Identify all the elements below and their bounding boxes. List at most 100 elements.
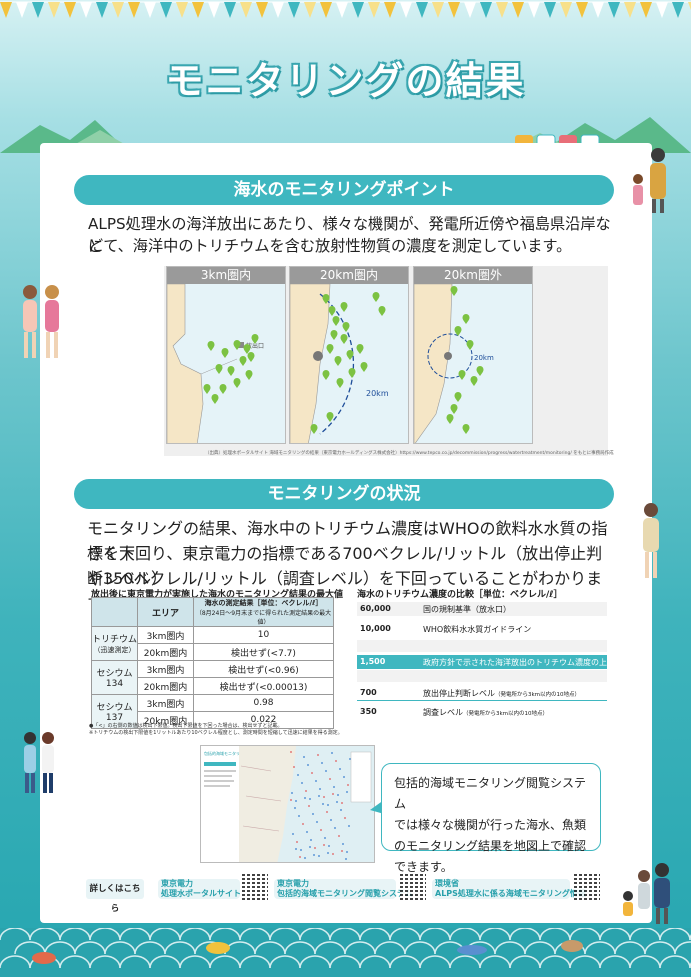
mini-map-dot bbox=[292, 833, 294, 835]
bunting-flag bbox=[96, 2, 108, 18]
ring-20km-label-a: 20km bbox=[366, 389, 389, 398]
wave-arc bbox=[254, 941, 286, 955]
comparison-row-1500: 1,500 政府方針で示された海洋放出のトリチウム濃度の上限 bbox=[357, 655, 615, 669]
mini-map-dot bbox=[302, 823, 304, 825]
wave-arc bbox=[389, 928, 421, 941]
comparison-row-10000: 10,000 WHO飲料水水質ガイドライン bbox=[360, 624, 532, 634]
monitoring-point-pin bbox=[221, 348, 229, 358]
wave-arc bbox=[89, 928, 121, 941]
wave-arc bbox=[539, 955, 571, 969]
table-row: セシウム137 3km圏内 0.98 bbox=[91, 694, 334, 729]
table-header-row: エリア 海水の測定結果［単位：ベクレル/ℓ］ （8月24日～9月末までに得られた… bbox=[91, 597, 334, 627]
link-moe-monitoring[interactable]: 環境省 ALPS処理水に係る海域モニタリング情報 bbox=[432, 879, 586, 899]
monitoring-point-pin bbox=[454, 392, 462, 402]
bunting-flag bbox=[128, 2, 140, 18]
table-row: トリチウム （迅速測定） 3km圏内 10 bbox=[91, 626, 334, 661]
wave-arc bbox=[659, 928, 691, 941]
value-cell: 検出せず(<7.7) bbox=[193, 643, 334, 661]
map-20km-label: 20km圏内 bbox=[290, 267, 408, 284]
bunting-flag bbox=[528, 2, 540, 18]
mini-map-dot bbox=[345, 858, 347, 860]
monitoring-system-map-thumbnail[interactable]: 包括的海域モニタリング閲覧システム bbox=[200, 745, 375, 863]
wave-arc bbox=[524, 941, 556, 955]
mini-map-dot bbox=[332, 793, 334, 795]
nuclide-tritium: トリチウム bbox=[92, 635, 138, 645]
monitoring-point-pin bbox=[450, 404, 458, 414]
bunting-flag bbox=[160, 2, 172, 18]
wave-arc bbox=[359, 955, 391, 969]
area-cell: 20km圏内 bbox=[137, 677, 194, 695]
mini-map-dot bbox=[334, 827, 336, 829]
wave-arc bbox=[0, 928, 31, 941]
qr-code-moe-monitoring[interactable] bbox=[574, 874, 600, 900]
mini-map-dot bbox=[291, 792, 293, 794]
mini-map-dot bbox=[310, 839, 312, 841]
mini-map-dot bbox=[312, 813, 314, 815]
qr-code-monitoring-system[interactable] bbox=[400, 874, 426, 900]
wave-arc bbox=[164, 941, 196, 955]
mini-map-dot bbox=[318, 795, 320, 797]
monitoring-point-pin bbox=[462, 424, 470, 434]
table-row: 20km圏内 検出せず(<0.00013) bbox=[92, 677, 334, 695]
wave-arc bbox=[629, 928, 661, 941]
wave-arc bbox=[674, 941, 691, 955]
mini-map-dot bbox=[307, 764, 309, 766]
people-illustration-left-bottom bbox=[24, 732, 54, 793]
mini-map-caption: 包括的海域モニタリング閲覧システム bbox=[204, 750, 272, 756]
col-area: エリア bbox=[137, 597, 194, 627]
bunting-flag bbox=[336, 2, 348, 18]
family-illustration bbox=[623, 863, 670, 924]
link-tepco-portal[interactable]: 東京電力 処理水ポータルサイト bbox=[158, 879, 241, 899]
monitoring-point-pin bbox=[476, 366, 484, 376]
nuclide-cs134: セシウム134 bbox=[91, 660, 138, 695]
callout-line-2: では様々な機関が行った海水、魚類 bbox=[394, 818, 587, 832]
link-monitoring-system[interactable]: 東京電力 包括的海域モニタリング閲覧システム bbox=[274, 879, 413, 899]
bunting-flag bbox=[624, 2, 636, 18]
bunting-flag bbox=[192, 2, 204, 18]
bunting-flag bbox=[64, 2, 76, 18]
system-description-callout: 包括的海域モニタリング閲覧システム では様々な機関が行った海水、魚類 のモニタリ… bbox=[381, 763, 601, 874]
bunting-flag bbox=[304, 2, 316, 18]
mini-map-dot bbox=[299, 856, 301, 858]
mini-map-dot bbox=[340, 809, 342, 811]
bunting-flag bbox=[224, 2, 236, 18]
mini-map-dot bbox=[293, 766, 295, 768]
mini-map-dot bbox=[319, 788, 321, 790]
wave-arc bbox=[149, 955, 181, 969]
area-cell: 3km圏内 bbox=[137, 660, 194, 678]
bunting-flag bbox=[464, 2, 476, 18]
mini-map-dot bbox=[346, 791, 348, 793]
monitoring-point-pin bbox=[233, 378, 241, 388]
comparison-row-700: 700 放出停止判断レベル（発電所から3km以内の10地点） bbox=[360, 688, 581, 698]
callout-line-1: 包括的海域モニタリング閲覧システム bbox=[394, 776, 587, 811]
monitoring-point-pin bbox=[203, 384, 211, 394]
monitoring-point-pin bbox=[458, 370, 466, 380]
wave-arc bbox=[509, 928, 541, 941]
section-heading-monitoring-points: 海水のモニタリングポイント bbox=[74, 175, 614, 205]
wave-arc bbox=[449, 928, 481, 941]
wave-arc bbox=[479, 955, 511, 969]
mini-map-dot bbox=[327, 804, 329, 806]
monitoring-point-pin bbox=[450, 286, 458, 296]
mini-map-dot bbox=[341, 802, 343, 804]
bunting-flag bbox=[416, 2, 428, 18]
mini-map-dot bbox=[339, 768, 341, 770]
mini-map-dot bbox=[338, 835, 340, 837]
table-row: セシウム134 3km圏内 検出せず(<0.96) bbox=[91, 660, 334, 695]
mini-map-dot bbox=[296, 841, 298, 843]
wave-arc bbox=[584, 941, 616, 955]
qr-code-tepco-portal[interactable] bbox=[242, 874, 268, 900]
wave-arc bbox=[449, 955, 481, 969]
mini-map-dot bbox=[304, 857, 306, 859]
person-illustration-right bbox=[643, 503, 659, 578]
bunting-flag bbox=[48, 2, 60, 18]
wave-arc bbox=[329, 955, 361, 969]
value-cell: 検出せず(<0.00013) bbox=[193, 677, 334, 695]
monitoring-point-pin bbox=[310, 424, 318, 434]
wave-arc bbox=[629, 955, 661, 969]
mini-map-dot bbox=[306, 831, 308, 833]
monitoring-point-pin bbox=[454, 326, 462, 336]
wave-arc bbox=[494, 941, 526, 955]
bunting-flag bbox=[480, 2, 492, 18]
wave-arc bbox=[599, 955, 631, 969]
